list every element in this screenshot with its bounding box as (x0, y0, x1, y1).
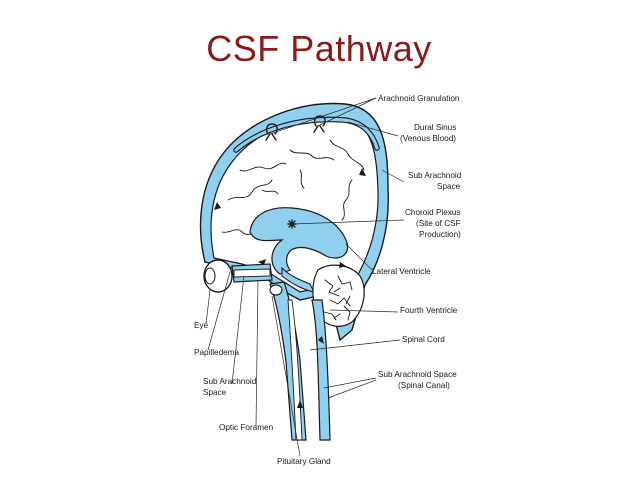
leader-lines-left (205, 271, 301, 457)
eye-shape (203, 259, 233, 293)
arachnoid-granulations (265, 115, 326, 141)
label-papilledema: Papilledema (194, 348, 240, 357)
label-sub-arachnoid-left: Sub Arachnoid (203, 377, 257, 386)
label-choroid-plexus-sub1: (Site of CSF (416, 219, 461, 228)
label-dural-sinus-sub: (Venous Blood) (400, 134, 456, 143)
label-arachnoid-granulation: Arachnoid Granulation (378, 94, 460, 103)
label-choroid-plexus-sub2: Production) (419, 230, 461, 239)
label-dural-sinus: Dural Sinus (414, 123, 456, 132)
leader-lines-right (269, 97, 405, 399)
slide-title: CSF Pathway (206, 28, 432, 69)
dural-sinus-lumen (234, 117, 379, 152)
pituitary-gland-shape (269, 284, 283, 296)
lateral-ventricle-shape (249, 207, 349, 275)
flow-arrows (214, 168, 366, 408)
label-spinal-cord: Spinal Cord (402, 335, 445, 344)
label-sub-arachnoid-space-sub: Space (437, 182, 461, 191)
label-sub-arachnoid-spinal-sub: (Spinal Canal) (398, 381, 450, 390)
label-lateral-ventricle: Lateral Ventricle (372, 267, 431, 276)
label-fourth-ventricle: Fourth Ventricle (400, 306, 458, 315)
label-sub-arachnoid-space: Sub Arachnoid (408, 171, 462, 180)
label-pituitary-gland: Pituitary Gland (277, 457, 331, 466)
label-eye: Eye (194, 321, 209, 330)
optic-nerve (233, 268, 271, 278)
label-optic-foramen: Optic Foramen (219, 423, 274, 432)
label-choroid-plexus: Choroid Plexus (405, 208, 461, 217)
spinal-canal-csf (311, 299, 331, 441)
label-sub-arachnoid-spinal: Sub Arachnoid Space (378, 370, 457, 379)
label-sub-arachnoid-left-sub: Space (203, 388, 227, 397)
